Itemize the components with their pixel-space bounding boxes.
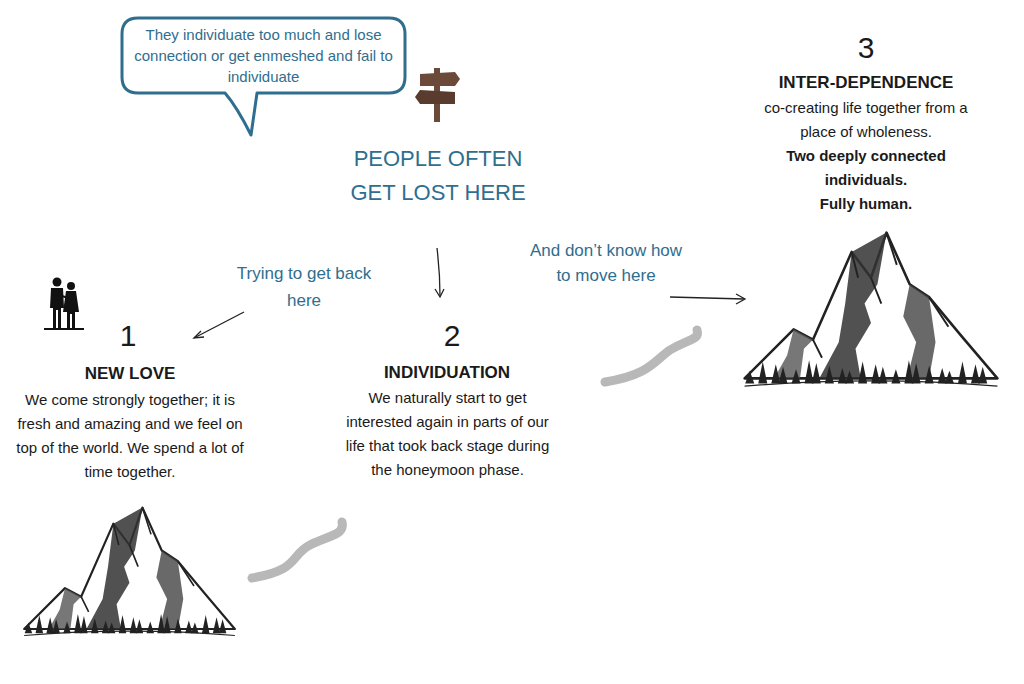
stage-title: INTER-DEPENDENCE [746, 72, 986, 94]
stage-body: Two deeply connected individuals. [776, 144, 956, 192]
couple-silhouette [44, 278, 84, 331]
stage-body: co-creating life together from a place o… [748, 96, 984, 144]
stage-body: We come strongly together; it is fresh a… [8, 388, 252, 484]
stage-title: NEW LOVE [20, 363, 240, 385]
signpost [415, 68, 460, 122]
arrow-note: Trying to get back here [228, 260, 380, 314]
stage-number: 2 [432, 318, 472, 354]
stage-body: We naturally start to get interested aga… [345, 386, 550, 482]
stage-number: 3 [846, 30, 886, 66]
stage-number: 1 [108, 318, 148, 354]
speech-bubble: They individuate too much and lose conne… [122, 18, 405, 93]
bubble-text: They individuate too much and lose conne… [122, 18, 405, 93]
arrow-note: And don’t know how to move here [525, 238, 687, 288]
stage-title: INDIVIDUATION [337, 362, 557, 384]
stage-annotation: PEOPLE OFTEN GET LOST HERE [348, 142, 528, 210]
stage-body: Fully human. [776, 192, 956, 216]
